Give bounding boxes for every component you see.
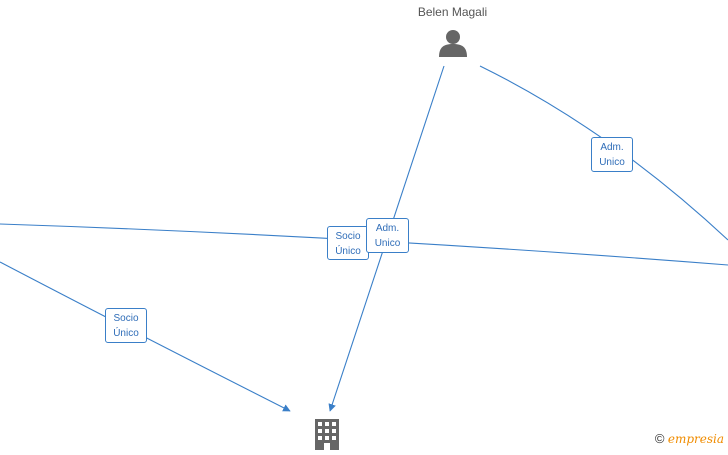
copyright-symbol: ©	[654, 431, 665, 446]
edge-label-line2: Único	[113, 328, 139, 339]
edge-label-adm-unico[interactable]: Adm. Unico	[366, 218, 409, 253]
edge-label-line1: Adm.	[375, 223, 400, 234]
footer-brand: © empresia	[655, 431, 724, 446]
edge-label-adm-unico[interactable]: Adm. Unico	[591, 137, 633, 172]
edge-label-socio-unico[interactable]: Socio Único	[327, 226, 369, 260]
brand-initial: e	[667, 432, 675, 446]
edge-label-line2: Unico	[599, 157, 625, 168]
edge-label-line2: Único	[335, 246, 361, 257]
edge-label-line1: Adm.	[600, 142, 624, 153]
edge-label-line2: Unico	[374, 238, 401, 249]
brand-rest: mpresia	[674, 432, 724, 446]
edge-label-line1: Socio	[335, 231, 361, 242]
empresia-logo: empresia	[668, 432, 724, 446]
building-icon[interactable]	[315, 419, 339, 455]
person-name[interactable]: Belen Magali	[417, 5, 488, 19]
edge-label-line1: Socio	[113, 313, 139, 324]
edge-label-socio-unico[interactable]: Socio Único	[105, 308, 147, 343]
person-icon[interactable]	[438, 29, 468, 62]
